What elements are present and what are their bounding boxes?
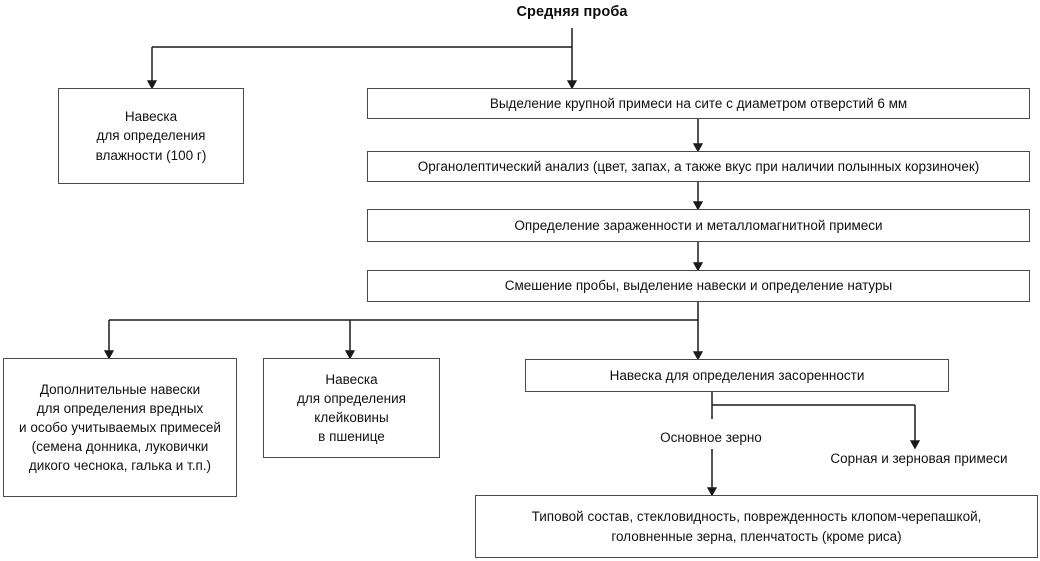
node-sample-mixing[interactable]: Смешение пробы, выделение навески и опре… bbox=[367, 270, 1030, 302]
page-title: Средняя проба bbox=[516, 4, 628, 20]
node-gluten-sample[interactable]: Навеска для определения клейковины в пше… bbox=[263, 358, 440, 458]
node-infestation-determination-label: Определение зараженности и металломагнит… bbox=[514, 217, 883, 233]
label-weed-and-grain-impurities: Сорная и зерновая примеси bbox=[819, 450, 1019, 468]
node-coarse-impurity-sieving[interactable]: Выделение крупной примеси на сите с диам… bbox=[367, 88, 1030, 119]
node-infestation-determination[interactable]: Определение зараженности и металломагнит… bbox=[367, 209, 1030, 242]
label-main-grain: Основное зерно bbox=[631, 429, 791, 447]
node-moisture-sample-label: Навеска для определения влажности (100 г… bbox=[95, 109, 207, 163]
node-contamination-sample[interactable]: Навеска для определения засоренности bbox=[525, 359, 949, 392]
node-moisture-sample[interactable]: Навеска для определения влажности (100 г… bbox=[58, 88, 244, 184]
node-additional-samples-label: Дополнительные навески для определения в… bbox=[19, 381, 221, 474]
node-additional-samples[interactable]: Дополнительные навески для определения в… bbox=[3, 358, 237, 497]
node-gluten-sample-label: Навеска для определения клейковины в пше… bbox=[297, 371, 406, 445]
node-organoleptic-analysis-label: Органолептический анализ (цвет, запах, а… bbox=[417, 158, 980, 174]
node-coarse-impurity-sieving-label: Выделение крупной примеси на сите с диам… bbox=[489, 95, 908, 111]
label-weed-and-grain-impurities-text: Сорная и зерновая примеси bbox=[830, 451, 1008, 466]
node-organoleptic-analysis[interactable]: Органолептический анализ (цвет, запах, а… bbox=[367, 151, 1030, 182]
label-main-grain-text: Основное зерно bbox=[660, 430, 762, 445]
node-contamination-sample-label: Навеска для определения засоренности bbox=[609, 367, 865, 383]
node-typical-composition-label: Типовой состав, стекловидность, поврежде… bbox=[531, 509, 982, 544]
node-typical-composition[interactable]: Типовой состав, стекловидность, поврежде… bbox=[475, 495, 1038, 558]
node-sample-mixing-label: Смешение пробы, выделение навески и опре… bbox=[504, 278, 893, 294]
